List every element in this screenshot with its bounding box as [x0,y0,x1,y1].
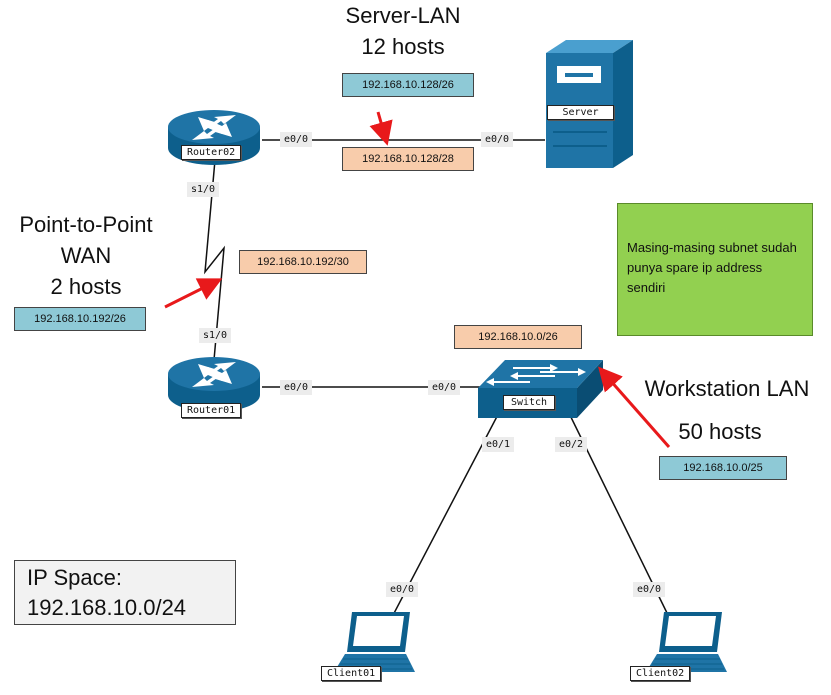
wan-name-line2: WAN [60,243,112,268]
client02-label: Client02 [630,666,691,681]
server-label: Server [547,105,614,120]
router01-s10-label: s1/0 [199,328,232,343]
workstation-subnet-final: 192.168.10.0/26 [454,325,582,349]
client01-e00-label: e0/0 [386,582,419,597]
server-lan-hosts: 12 hosts [361,34,445,59]
workstation-lan-hosts: 50 hosts [678,419,762,444]
client02-icon[interactable] [646,612,727,672]
workstation-subnet-initial: 192.168.10.0/25 [659,456,787,480]
router01-e00-label: e0/0 [280,380,313,395]
arrow-server-subnet [369,111,393,146]
ip-space-label: IP Space: [27,565,122,590]
switch-e00-label: e0/0 [428,380,461,395]
server-lan-title: Server-LAN 12 hosts [318,0,488,62]
wan-subnet-initial: 192.168.10.192/26 [14,307,146,331]
router01-label: Router01 [181,403,242,418]
client01-icon[interactable] [334,612,415,672]
link-serial-wan [204,159,225,361]
wan-name-line1: Point-to-Point [19,212,153,237]
server-subnet-final: 192.168.10.128/28 [342,147,474,171]
router01-icon[interactable] [168,357,260,412]
arrow-workstation-subnet [598,366,671,448]
server-icon[interactable] [546,40,633,168]
server-e00-label: e0/0 [481,132,514,147]
router02-label: Router02 [181,145,242,160]
spare-ip-note: Masing-masing subnet sudah punya spare i… [617,203,813,336]
router02-e00-label: e0/0 [280,132,313,147]
arrow-wan-subnet [164,278,223,309]
workstation-lan-name: Workstation LAN [644,376,810,401]
workstation-lan-title: Workstation LAN [632,373,822,404]
wan-title: Point-to-Point WAN 2 hosts [0,209,172,302]
server-lan-name: Server-LAN [345,3,461,28]
router02-s10-label: s1/0 [187,182,220,197]
client02-e00-label: e0/0 [633,582,666,597]
ip-space-box: IP Space: 192.168.10.0/24 [14,560,236,625]
switch-label: Switch [503,395,555,410]
server-subnet-initial: 192.168.10.128/26 [342,73,474,97]
switch-e02-label: e0/2 [555,437,588,452]
ip-space-value: 192.168.10.0/24 [27,595,187,620]
client01-label: Client01 [321,666,382,681]
wan-hosts: 2 hosts [50,274,122,299]
switch-e01-label: e0/1 [482,437,515,452]
wan-subnet-final: 192.168.10.192/30 [239,250,367,274]
